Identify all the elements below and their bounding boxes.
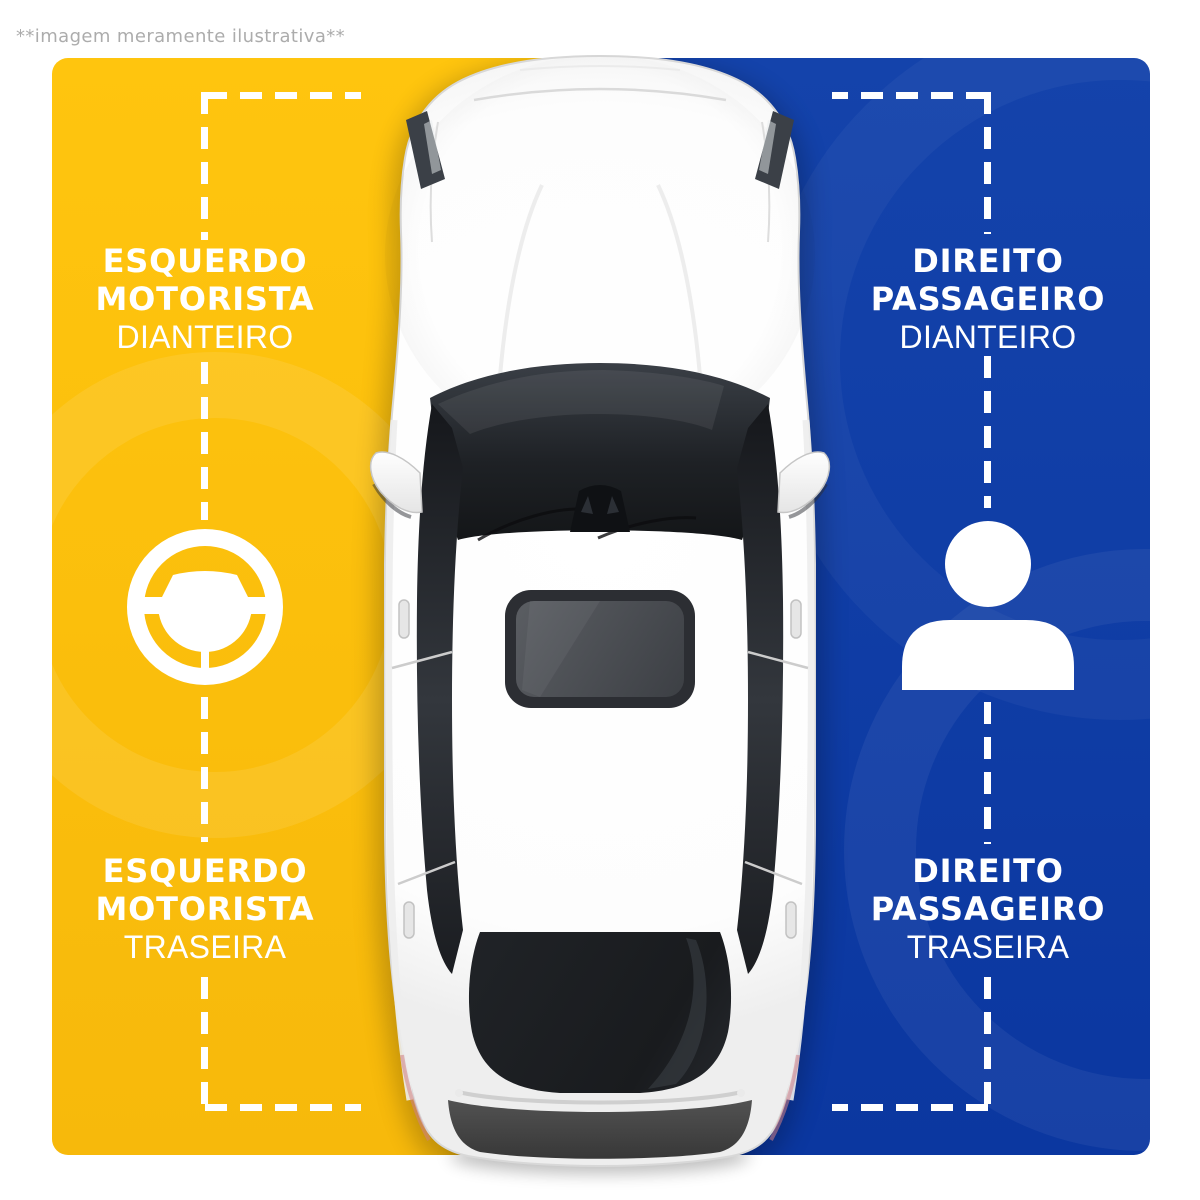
right-bracket-line-seg2 [984,356,991,508]
label-rear-left: ESQUERDO MOTORISTA TRASEIRA [15,852,395,966]
right-mirror [777,451,831,514]
left-bracket-line-seg4 [201,972,208,1104]
right-bracket-line-seg3 [984,702,991,844]
left-mirror [369,451,423,514]
label-line: MOTORISTA [95,280,315,318]
label-line: MOTORISTA [95,890,315,928]
left-bracket-line-seg2 [201,362,208,520]
windshield [430,363,770,540]
door-handle [403,901,415,939]
label-front-left: ESQUERDO MOTORISTA DIANTEIRO [15,242,395,356]
label-line: DIANTEIRO [899,319,1077,355]
label-line: DIREITO [912,242,1064,280]
right-bracket-bottom-dash [832,1104,988,1111]
left-bracket-top-dash [205,92,361,99]
label-line: DIREITO [912,852,1064,890]
rear-window [468,932,732,1093]
left-bracket-line-seg1 [201,92,208,240]
right-bracket-line-seg4 [984,972,991,1104]
label-rear-right: DIREITO PASSAGEIRO TRASEIRA [798,852,1178,966]
left-bracket-bottom-dash [205,1104,361,1111]
left-side-windows [416,404,463,974]
rear-bumper [448,1100,752,1159]
disclaimer-text: **imagem meramente ilustrativa** [16,26,346,47]
label-line: TRASEIRA [906,929,1070,965]
right-side-windows [737,404,784,974]
label-line: ESQUERDO [102,852,308,890]
right-taillight [769,1054,800,1141]
door-handle [398,599,410,639]
label-front-right: DIREITO PASSAGEIRO DIANTEIRO [798,242,1178,356]
label-line: TRASEIRA [123,929,287,965]
left-taillight [400,1054,431,1141]
label-line: DIANTEIRO [116,319,294,355]
door-handle [790,599,802,639]
steering-wheel-icon [127,529,283,685]
left-bracket-line-seg3 [201,697,208,842]
passenger-icon [902,521,1074,690]
label-line: PASSAGEIRO [870,280,1106,318]
right-bracket-line-seg1 [984,92,991,234]
right-bracket-top-dash [832,92,988,99]
label-line: ESQUERDO [102,242,308,280]
label-line: PASSAGEIRO [870,890,1106,928]
door-handle [785,901,797,939]
